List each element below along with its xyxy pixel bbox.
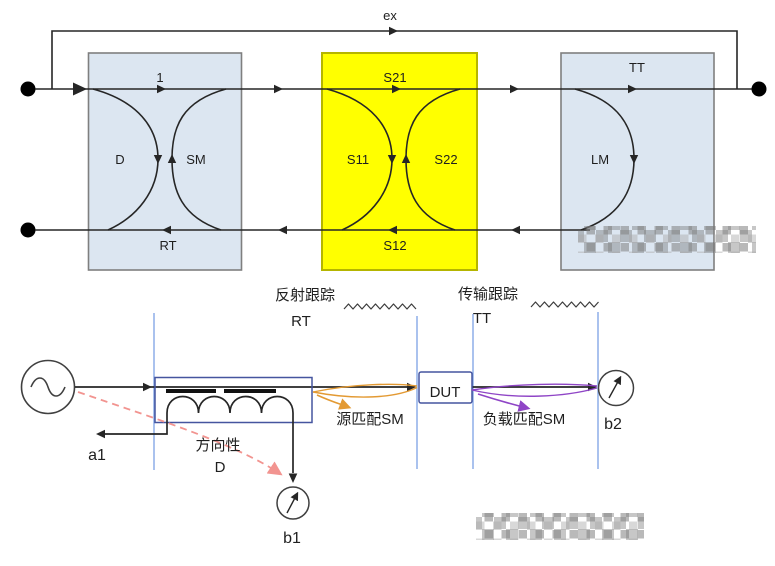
a1-tap-line	[105, 413, 168, 435]
node-left-top	[20, 81, 36, 97]
dut-box	[418, 371, 473, 404]
transmission-tracking-title: 传输跟踪	[458, 286, 518, 303]
squiggle-lines	[343, 301, 599, 310]
b2-label: b2	[604, 416, 622, 433]
reflection-tracking-abbr: RT	[291, 313, 311, 330]
coupler-coil	[166, 395, 294, 414]
s12-label: S12	[383, 238, 406, 253]
b1-meter-icon	[276, 486, 310, 520]
schematic-arrowheads	[96, 382, 597, 483]
source-match-loop	[312, 383, 418, 410]
rt-squiggle	[343, 303, 417, 310]
load-match-label: 负载匹配SM	[483, 411, 566, 428]
schematic: DUT	[20, 286, 635, 547]
load-match-loop	[471, 383, 598, 412]
source-match-label: 源匹配SM	[336, 411, 404, 428]
directivity-abbr: D	[215, 459, 226, 476]
source-match-term-label: SM	[186, 152, 206, 167]
directivity-term-label: D	[115, 152, 124, 167]
directivity-title: 方向性	[195, 437, 240, 454]
b1-label: b1	[283, 530, 301, 547]
node-left-bottom	[20, 222, 36, 238]
coupled-line-bar	[224, 389, 276, 393]
unity-branch-label: 1	[156, 70, 163, 85]
a1-label: a1	[88, 447, 106, 464]
s22-label: S22	[434, 152, 457, 167]
coupler-box	[154, 376, 313, 424]
flow-arrowheads	[73, 26, 639, 235]
pixelated-watermark-icon	[476, 513, 644, 540]
tt-squiggle	[530, 301, 599, 308]
transmission-tracking-abbr: TT	[473, 310, 491, 327]
directivity-leakage-arrow	[77, 391, 283, 476]
transmission-tracking-term-label: TT	[629, 60, 645, 75]
b2-meter-icon	[597, 369, 635, 407]
coupled-line-bar	[166, 389, 216, 393]
dut-block: DUT	[418, 371, 473, 404]
reflection-tracking-title: 反射跟踪	[275, 287, 335, 304]
dut-label: DUT	[430, 384, 461, 401]
s11-label: S11	[347, 152, 369, 167]
directional-coupler	[105, 376, 313, 473]
pixelated-watermark-icon	[578, 226, 756, 253]
reflection-tracking-term-label: RT	[159, 238, 176, 253]
s21-label: S21	[383, 70, 406, 85]
flow-graph: ex 1 D SM RT S21 S11 S22 S12 TT LM	[20, 8, 767, 271]
crosstalk-label: ex	[383, 8, 397, 23]
load-match-term-label: LM	[591, 152, 609, 167]
node-right-top	[751, 81, 767, 97]
ac-source-icon	[20, 359, 76, 415]
